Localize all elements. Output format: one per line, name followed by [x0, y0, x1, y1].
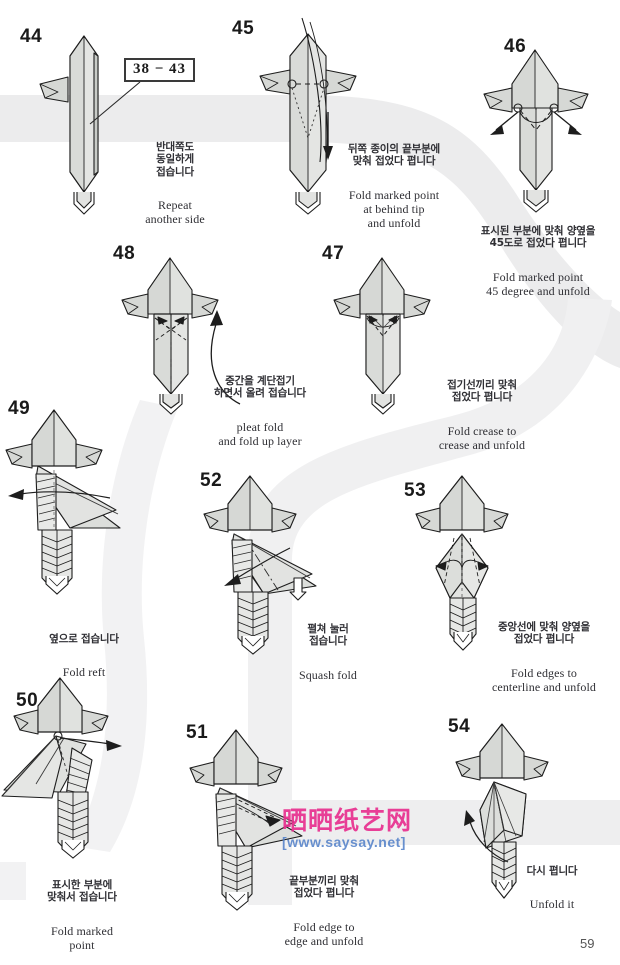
step-49-caption: 옆으로 접습니다 Fold reft	[24, 614, 144, 698]
step-49-caption-english: Fold reft	[62, 665, 106, 680]
step-51-caption: 끝부분끼리 맞춰 접었다 폅니다 Fold edge to edge and u…	[256, 856, 392, 965]
step-52-caption-english: Squash fold	[298, 667, 358, 682]
step-48-number: 48	[113, 243, 136, 264]
step-54-caption: 다시 폅니다 Unfold it	[498, 846, 606, 930]
step-50-number: 50	[16, 690, 39, 711]
step-52-caption-korean: 펼쳐 눌러 접습니다	[307, 622, 349, 648]
step-54-number: 54	[448, 716, 471, 737]
step-49-number: 49	[8, 398, 31, 419]
step-50-diagram	[0, 677, 170, 878]
step-52-number: 52	[200, 470, 223, 491]
step-51-number: 51	[186, 722, 209, 743]
step-46-diagram	[480, 30, 610, 220]
step-53-caption: 중앙선에 맞춰 양옆을 접었다 폅니다 Fold edges to center…	[468, 602, 620, 713]
step-44-caption-english: Repeat another side	[145, 197, 205, 227]
step-48-caption-korean: 중간을 계단접기 하면서 올려 접습니다	[213, 374, 307, 400]
step-46-caption-english: Fold marked point 45 degree and unfold	[486, 269, 590, 298]
step-47-caption: 접기선끼리 맞춰 접었다 폅니다 Fold crease to crease a…	[408, 360, 556, 471]
step-51-caption-english: Fold edge to edge and unfold	[284, 919, 364, 948]
step-46-caption-korean: 표시된 부분에 맞춰 양옆을 45도로 접었다 폅니다	[480, 224, 596, 250]
step-52-caption: 펼쳐 눌러 접습니다 Squash fold	[276, 604, 380, 701]
step-46-number: 46	[504, 36, 527, 57]
step-54-caption-korean: 다시 폅니다	[526, 864, 578, 877]
step-53-number: 53	[404, 480, 427, 501]
step-44-caption-korean: 반대쪽도 동일하게 접습니다	[156, 140, 194, 178]
step-50-caption-english: Fold marked point	[50, 923, 114, 952]
step-47-caption-english: Fold crease to crease and unfold	[438, 423, 526, 452]
step-48-caption-english: pleat fold and fold up layer	[218, 419, 302, 448]
step-53-caption-korean: 중앙선에 맞춰 양옆을 접었다 폅니다	[497, 620, 591, 646]
step-44-reference-label: 38 − 43	[124, 58, 196, 82]
step-50-caption: 표시한 부분에 맞춰서 접습니다 Fold marked point	[18, 860, 146, 965]
step-53-caption-english: Fold edges to centerline and unfold	[491, 665, 597, 694]
step-47-number: 47	[322, 243, 345, 264]
step-47-caption-korean: 접기선끼리 맞춰 접었다 폅니다	[447, 378, 517, 404]
step-48-caption: 중간을 계단접기 하면서 올려 접습니다 pleat fold and fold…	[196, 356, 324, 467]
page-number: 59	[580, 936, 595, 951]
step-45-caption-korean: 뒤쪽 종이의 끝부분에 맞춰 접었다 폅니다	[347, 142, 441, 168]
step-46-caption: 표시된 부분에 맞춰 양옆을 45도로 접었다 폅니다 Fold marked …	[456, 206, 620, 317]
step-45-caption-english: Fold marked point at behind tip and unfo…	[348, 187, 440, 230]
step-45-caption: 뒤쪽 종이의 끝부분에 맞춰 접었다 폅니다 Fold marked point…	[326, 124, 462, 249]
step-50-caption-korean: 표시한 부분에 맞춰서 접습니다	[47, 878, 117, 904]
step-45-number: 45	[232, 18, 255, 39]
step-51-caption-korean: 끝부분끼리 맞춰 접었다 폅니다	[289, 874, 359, 900]
step-44-caption: 반대쪽도 동일하게 접습니다 Repeat another side	[120, 122, 230, 245]
step-49-diagram	[0, 409, 170, 608]
step-54-caption-english: Unfold it	[529, 897, 575, 912]
step-44-leader-line	[88, 78, 148, 128]
step-44-number: 44	[20, 26, 43, 47]
step-49-caption-korean: 옆으로 접습니다	[49, 632, 119, 645]
